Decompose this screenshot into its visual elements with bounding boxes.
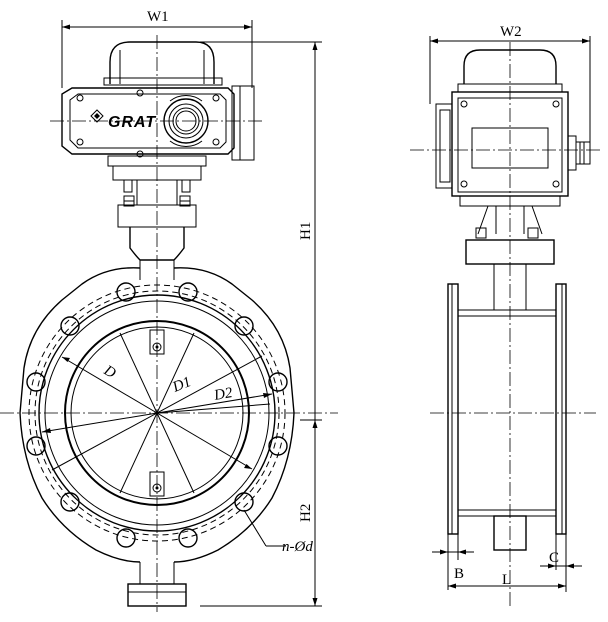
l-dimension: L	[448, 534, 567, 592]
bolt-hole-leader: n-Ød	[243, 509, 313, 555]
side-actuator-body	[435, 91, 591, 197]
c-label: C	[549, 550, 559, 566]
bolt-hole	[116, 282, 136, 302]
bolt-hole	[178, 528, 198, 548]
actuator-body: GRAT	[50, 85, 262, 161]
bolt-hole	[26, 436, 46, 456]
bolt-hole	[234, 316, 254, 336]
valve-bottom-foot	[127, 562, 187, 607]
d2-label: D2	[212, 385, 234, 404]
d-label: D	[100, 362, 118, 382]
side-view: W2	[410, 24, 600, 606]
d1-label: D1	[170, 374, 194, 396]
side-coupling	[459, 195, 561, 310]
c-dimension: C	[540, 534, 582, 570]
w1-label: W1	[147, 9, 169, 25]
w1-dimension: W1	[61, 9, 253, 88]
actuator-coupling	[107, 155, 207, 228]
b-dimension: B	[432, 534, 474, 590]
valve-body	[19, 267, 295, 563]
bolt-hole	[116, 528, 136, 548]
flange-bolt-holes	[26, 282, 288, 548]
bolt-hole	[60, 316, 80, 336]
front-view: W1 H1 H2	[0, 9, 338, 612]
bolt-hole	[178, 282, 198, 302]
bolt-hole	[26, 372, 46, 392]
brand-logo-text: GRAT	[108, 114, 156, 131]
bolt-hole	[234, 492, 254, 512]
actuator-top-cover	[103, 41, 223, 86]
b-label: B	[454, 566, 464, 582]
h1-dimension: H1	[200, 41, 322, 607]
bolt-hole	[268, 436, 288, 456]
h2-label: H2	[298, 504, 314, 522]
h1-label: H1	[298, 222, 314, 240]
bolt-hole	[268, 372, 288, 392]
w2-dimension: W2	[429, 24, 591, 150]
grat-logo: GRAT	[90, 109, 156, 131]
valve-neck	[129, 227, 185, 280]
h2-dimension: H2	[298, 419, 322, 522]
bolt-hole	[60, 492, 80, 512]
l-label: L	[502, 572, 511, 588]
side-valve-body	[447, 283, 567, 551]
bolt-hole-label: n-Ød	[282, 539, 313, 555]
w2-label: W2	[500, 24, 522, 40]
